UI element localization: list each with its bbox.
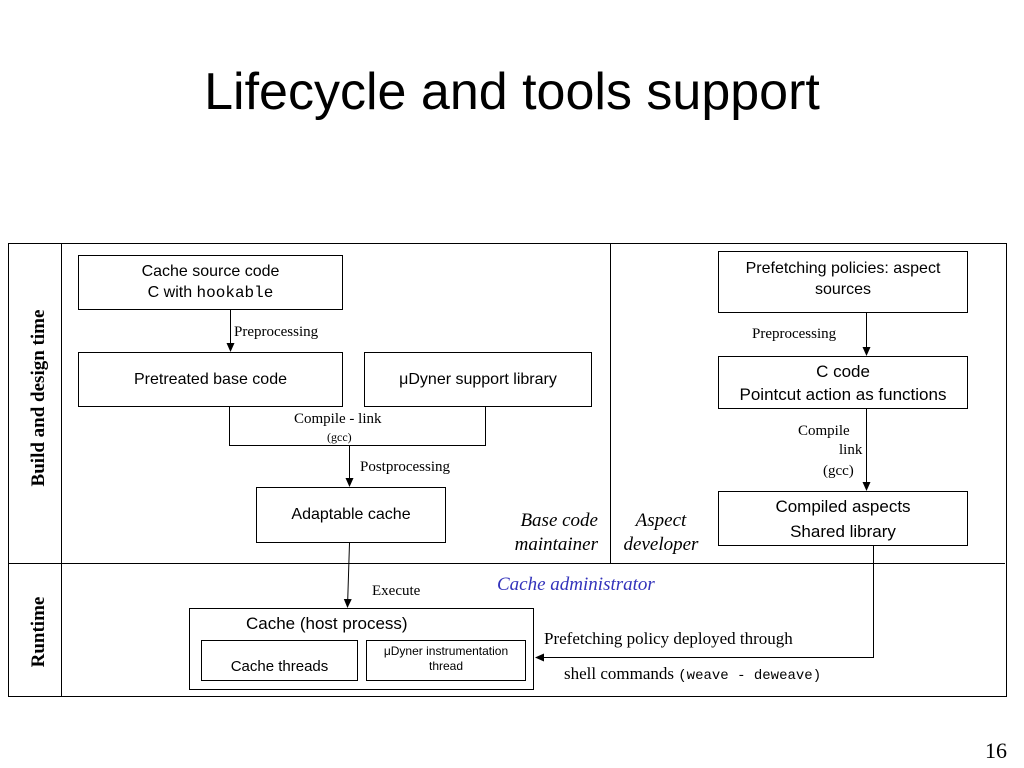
prefetch-sources-line2: sources [814, 281, 872, 298]
compile-link-bracket [229, 407, 486, 446]
compiled-aspects-line1: Compiled aspects [775, 496, 911, 516]
cache-source-box: Cache source code C with hookable [78, 255, 343, 310]
prefetch-sources-box: Prefetching policies: aspect sources [718, 251, 968, 313]
role-aspect-developer: Aspect developer [614, 509, 708, 557]
label-gcc-left: (gcc) [327, 430, 352, 444]
role-aspect-line2: developer [623, 534, 699, 555]
cache-source-line2: C with hookable [147, 284, 274, 302]
page-number: 16 [985, 738, 1007, 763]
role-base-code-line1: Base code [520, 510, 598, 531]
cache-host-label: Cache (host process) [246, 614, 408, 633]
cache-threads-box: Cache threads [201, 640, 358, 681]
hookable-code: hookable [196, 284, 274, 302]
cache-threads-label: Cache threads [230, 658, 329, 675]
c-code-line2: Pointcut action as functions [739, 384, 947, 404]
weave-deweave-code: (weave - deweave) [678, 668, 822, 684]
adaptable-cache-label: Adaptable cache [291, 506, 411, 523]
role-cache-administrator: Cache administrator [497, 574, 655, 595]
label-gcc-right: (gcc) [823, 463, 854, 479]
arrow-deploy [535, 546, 874, 662]
label-compile-right: Compile [798, 423, 850, 439]
c-code-box: C code Pointcut action as functions [718, 356, 968, 409]
role-aspect-line1: Aspect [635, 510, 687, 531]
label-compile-link: Compile - link [294, 411, 382, 427]
arrow-execute [343, 542, 352, 608]
cache-source-line1: Cache source code [141, 263, 280, 280]
c-code-line1: C code [816, 361, 870, 381]
instrumentation-thread-line1: μDyner instrumentation [383, 644, 509, 658]
role-base-code-maintainer: Base code maintainer [490, 509, 598, 557]
instrumentation-thread-box: μDyner instrumentation thread [366, 640, 526, 681]
label-deploy-line2: shell commands (weave - deweave) [564, 664, 821, 684]
prefetch-sources-line1: Prefetching policies: aspect [745, 260, 941, 277]
label-preprocessing-right: Preprocessing [752, 326, 837, 342]
compiled-aspects-line2: Shared library [790, 521, 896, 541]
lane-label-build: Build and design time [28, 309, 49, 487]
label-execute: Execute [372, 583, 421, 599]
deploy-line2-prefix: shell commands [564, 664, 679, 683]
label-link-right: link [839, 442, 863, 458]
instrumentation-thread-line2: thread [428, 659, 464, 673]
pretreated-label: Pretreated base code [134, 371, 287, 388]
role-base-code-line2: maintainer [514, 534, 598, 555]
support-library-label: μDyner support library [399, 371, 557, 388]
support-library-box: μDyner support library [364, 352, 592, 407]
diagram-frame [8, 243, 1007, 697]
adaptable-cache-box: Adaptable cache [256, 487, 446, 543]
pretreated-base-code-box: Pretreated base code [78, 352, 343, 407]
label-postprocessing: Postprocessing [360, 459, 450, 475]
label-deploy-line1: Prefetching policy deployed through [544, 629, 793, 648]
lane-label-runtime: Runtime [28, 596, 49, 668]
compiled-aspects-box: Compiled aspects Shared library [718, 491, 968, 546]
label-preprocessing-left: Preprocessing [234, 324, 319, 340]
slide-title: Lifecycle and tools support [204, 63, 820, 121]
